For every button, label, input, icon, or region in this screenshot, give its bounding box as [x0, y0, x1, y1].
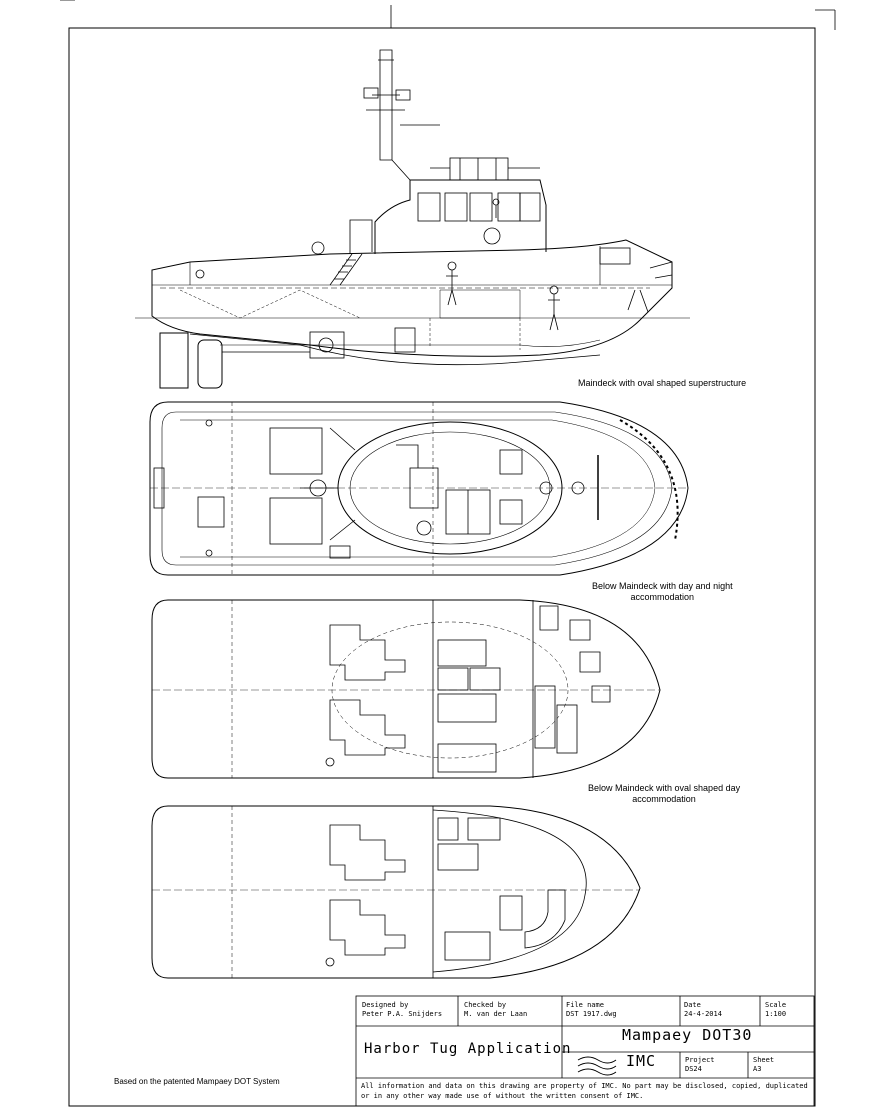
designed-by-value: Peter P.A. Snijders: [362, 1010, 443, 1018]
scale-label: Scale: [765, 1001, 787, 1009]
date-label: Date: [684, 1001, 701, 1009]
drawing-border: [68, 27, 816, 1107]
title-block-grid: [355, 995, 815, 1107]
scale-value: 1:100: [765, 1010, 787, 1018]
lower-deck-plan-view-2: [151, 805, 641, 979]
view-label-day-night: Below Maindeck with day and night accomm…: [592, 581, 733, 603]
application-title: Harbor Tug Application: [364, 1041, 572, 1057]
deck-plan-view: [149, 401, 689, 576]
view-label-day-night-line1: Below Maindeck with day and night: [592, 581, 733, 591]
date-value: 24-4-2014: [684, 1010, 722, 1018]
designed-by-label: Designed by: [362, 1001, 409, 1009]
disclaimer-line2: or in any other way made use of without …: [361, 1092, 644, 1100]
patent-note: Based on the patented Mampaey DOT System: [114, 1077, 280, 1086]
sheet-value: A3: [753, 1065, 762, 1073]
product-title: Mampaey DOT30: [622, 1026, 753, 1044]
project-value: DS24: [685, 1065, 702, 1073]
side-profile-view: [135, 49, 690, 389]
disclaimer-line1: All information and data on this drawing…: [361, 1082, 808, 1090]
sheet-label: Sheet: [753, 1056, 775, 1064]
imc-logo-icon: [577, 1056, 617, 1076]
view-label-oval-day-line1: Below Maindeck with oval shaped day: [588, 783, 741, 793]
view-label-maindeck: Maindeck with oval shaped superstructure: [578, 378, 747, 388]
checked-by-label: Checked by: [464, 1001, 507, 1009]
project-label: Project: [685, 1056, 715, 1064]
title-block: Designed by Peter P.A. Snijders Checked …: [356, 996, 814, 1106]
view-label-oval-day: Below Maindeck with oval shaped day acco…: [588, 783, 740, 805]
lower-deck-plan-view-1: [151, 599, 661, 779]
checked-by-value: M. van der Laan: [464, 1010, 528, 1018]
view-label-day-night-line2: accommodation: [630, 592, 695, 602]
file-name-value: DST 1917.dwg: [566, 1010, 617, 1018]
view-label-oval-day-line2: accommodation: [632, 794, 696, 804]
file-name-label: File name: [566, 1001, 604, 1009]
company-name: IMC: [626, 1052, 657, 1070]
